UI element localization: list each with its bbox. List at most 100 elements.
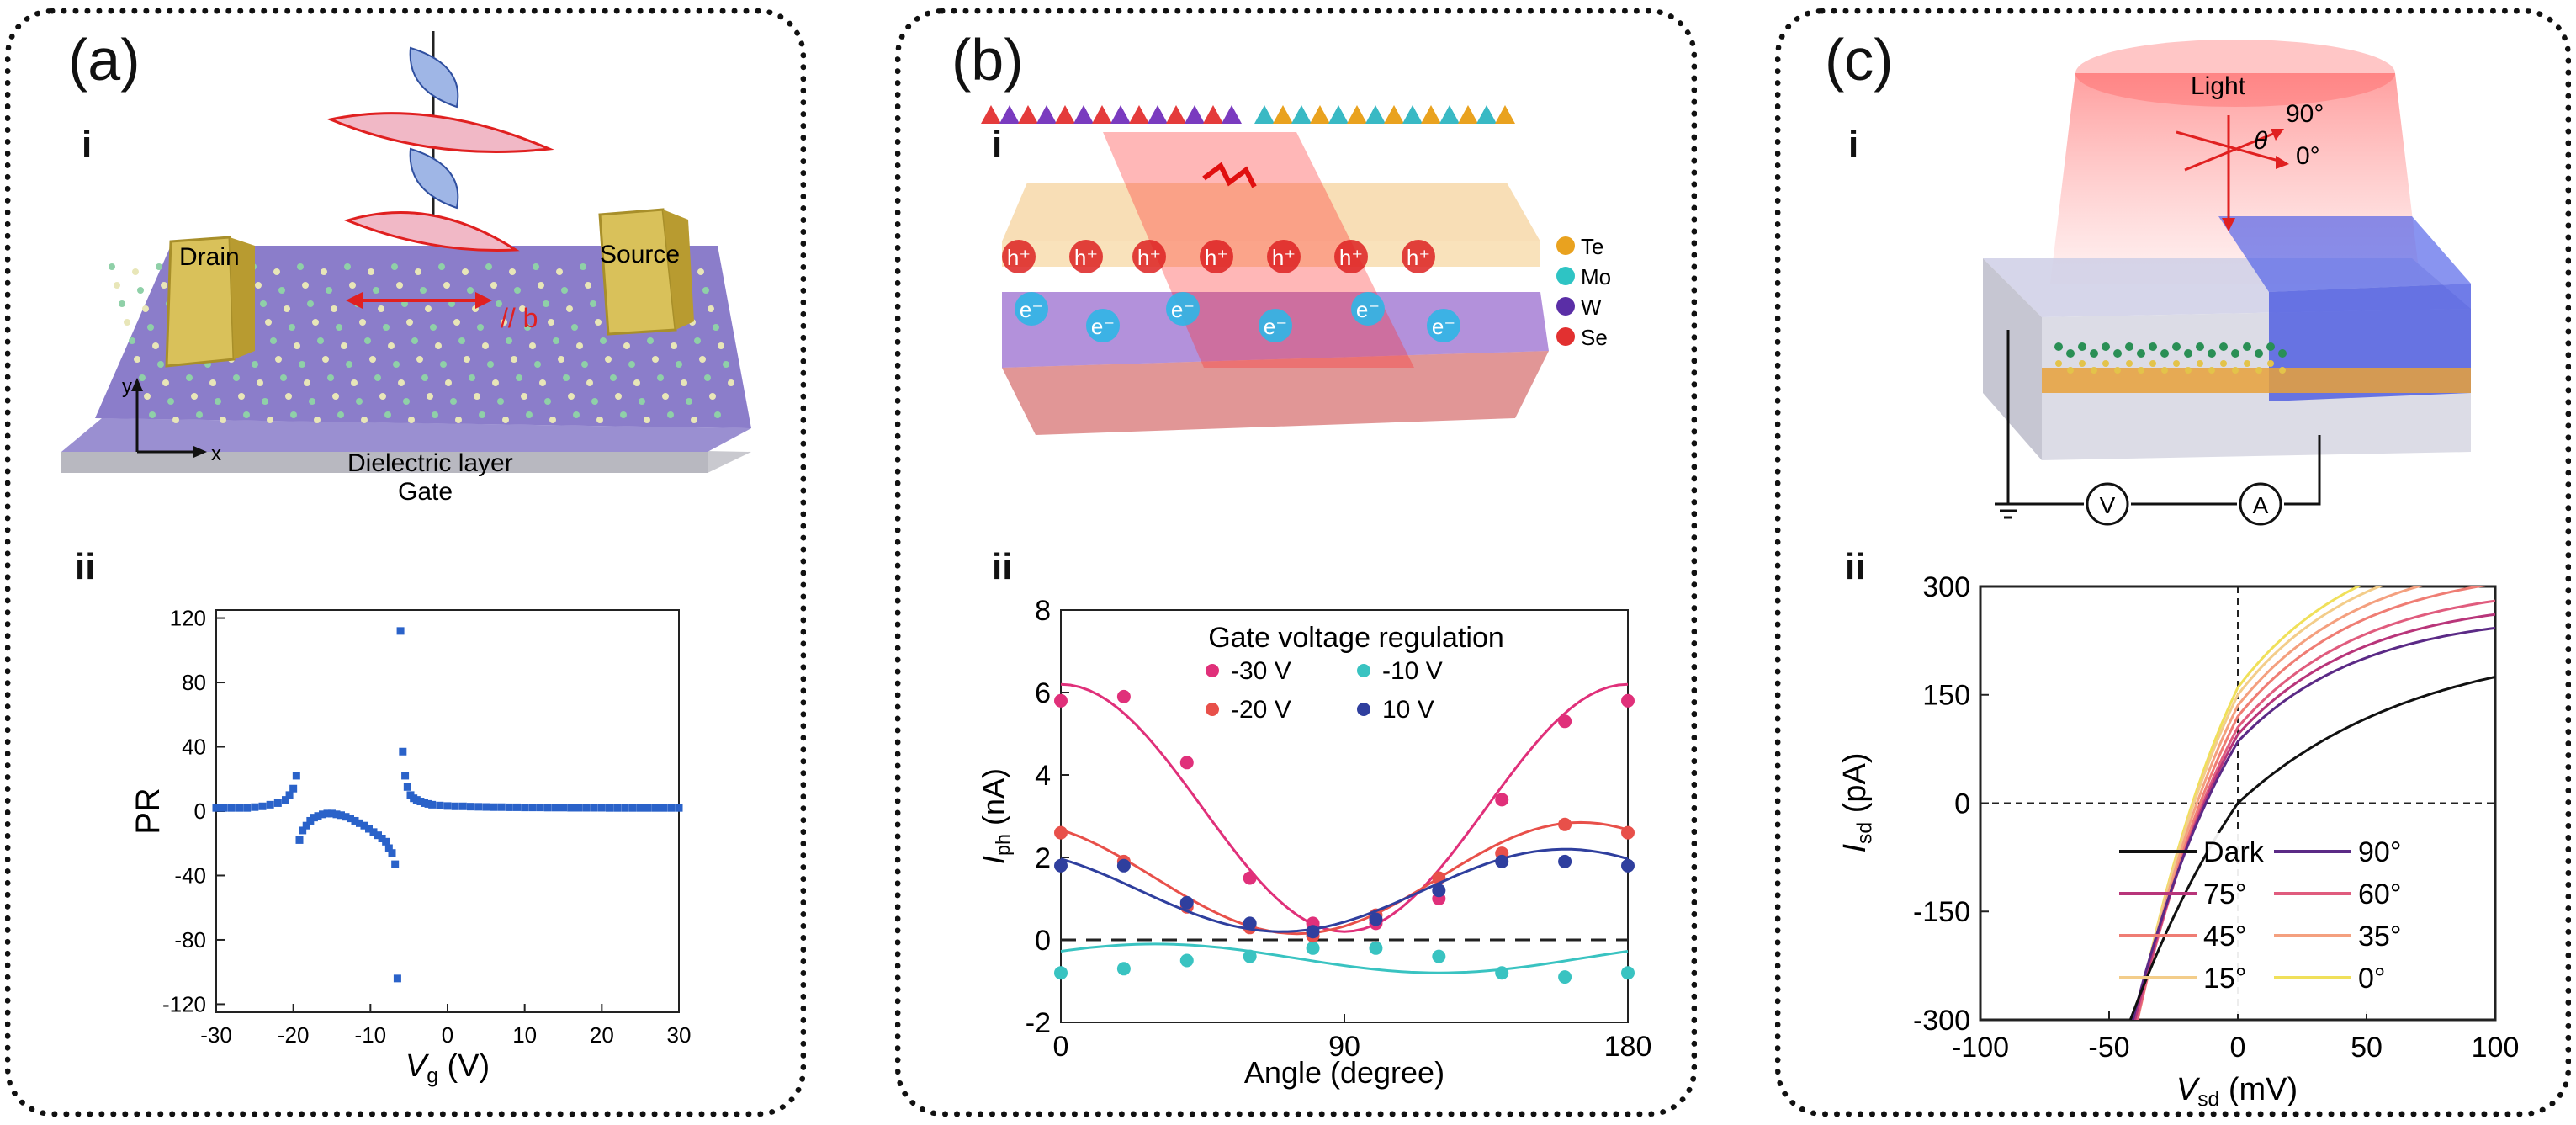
panel-c-label: (c) bbox=[1825, 27, 1894, 93]
lattice-atom bbox=[379, 393, 386, 400]
data-point bbox=[384, 844, 393, 852]
chain-atom bbox=[2196, 342, 2204, 351]
data-point bbox=[513, 803, 521, 811]
chain-atom bbox=[2220, 360, 2227, 367]
iv-curve bbox=[2134, 586, 2361, 1020]
y-tick-label: -2 bbox=[1026, 1007, 1051, 1039]
data-point bbox=[1558, 970, 1572, 984]
chain-atom bbox=[2054, 342, 2063, 351]
legend-atom-label: Mo bbox=[1581, 264, 1611, 289]
wave-lobe-blue-2 bbox=[409, 147, 459, 210]
data-point bbox=[337, 811, 345, 820]
lattice-atom bbox=[119, 300, 125, 307]
chain-unit-left bbox=[1073, 105, 1094, 124]
lattice-atom bbox=[373, 287, 379, 294]
data-point bbox=[424, 799, 432, 808]
data-point bbox=[1179, 756, 1194, 770]
lattice-atom bbox=[558, 356, 564, 363]
data-point bbox=[299, 826, 307, 835]
lattice-atom bbox=[411, 337, 418, 344]
data-point bbox=[652, 804, 660, 812]
lattice-atom bbox=[156, 263, 162, 270]
data-point bbox=[1621, 858, 1635, 873]
lattice-atom bbox=[346, 361, 352, 368]
data-point bbox=[236, 804, 243, 812]
lattice-atom bbox=[302, 282, 309, 289]
chain-atom bbox=[2208, 349, 2216, 358]
lattice-atom bbox=[393, 361, 400, 368]
chain-atom bbox=[2090, 349, 2098, 358]
lattice-atom bbox=[147, 324, 154, 331]
data-point bbox=[360, 821, 368, 830]
data-point bbox=[273, 799, 282, 807]
legend-label: 45° bbox=[2203, 921, 2246, 953]
lattice-atom bbox=[534, 361, 541, 368]
data-point bbox=[292, 772, 300, 780]
polarization-arrow-right bbox=[475, 292, 492, 309]
y-tick-label: 4 bbox=[1035, 760, 1051, 792]
chain-unit-right bbox=[1402, 105, 1423, 124]
data-point bbox=[1558, 714, 1572, 729]
data-point bbox=[328, 809, 336, 818]
data-point bbox=[401, 772, 410, 780]
lattice-atom bbox=[573, 411, 580, 418]
chain-unit-left bbox=[981, 105, 1001, 124]
lattice-atom bbox=[421, 374, 428, 381]
y-axis-indicator-head bbox=[131, 378, 143, 391]
data-point bbox=[590, 804, 598, 812]
lattice-atom bbox=[440, 361, 447, 368]
data-point bbox=[295, 836, 304, 844]
x-tick-label: 50 bbox=[2351, 1032, 2383, 1064]
lattice-atom bbox=[462, 268, 469, 275]
lattice-atom bbox=[502, 417, 509, 423]
hole-label: h⁺ bbox=[1137, 245, 1161, 270]
lattice-atom bbox=[309, 398, 315, 405]
chain-atom bbox=[2102, 342, 2110, 351]
axis-y-label: y bbox=[122, 375, 132, 398]
data-point bbox=[1054, 825, 1068, 840]
chain-atom bbox=[2114, 367, 2121, 374]
lattice-atom bbox=[233, 374, 240, 381]
lattice-atom bbox=[284, 305, 290, 312]
lattice-atom bbox=[420, 287, 427, 294]
panel-c-sub-ii: ii bbox=[1845, 546, 1866, 587]
chain-unit-left bbox=[1110, 105, 1131, 124]
legend-label: Dark bbox=[2203, 836, 2265, 868]
lattice-atom bbox=[142, 305, 149, 312]
lattice-atom bbox=[432, 411, 438, 418]
chain-unit-left bbox=[1185, 105, 1205, 124]
lattice-atom bbox=[477, 324, 484, 331]
drain-electrode-side bbox=[230, 237, 255, 359]
lattice-atom bbox=[581, 361, 588, 368]
electron-particle bbox=[1259, 309, 1292, 342]
lattice-atom bbox=[509, 268, 516, 275]
lattice-atom bbox=[299, 361, 305, 368]
chain-atom bbox=[2161, 367, 2168, 374]
electron-particle bbox=[1086, 309, 1120, 342]
data-point bbox=[1179, 895, 1194, 910]
legend-label: -20 V bbox=[1231, 696, 1291, 724]
chain-atom bbox=[2102, 360, 2109, 367]
data-point bbox=[351, 816, 359, 825]
panel-a-sub-i: i bbox=[82, 124, 93, 165]
pol-0-arrow bbox=[2176, 130, 2282, 163]
hole-particle bbox=[1132, 240, 1166, 273]
data-point bbox=[1621, 966, 1635, 980]
data-point bbox=[212, 804, 220, 812]
photon-wave bbox=[1202, 162, 1257, 188]
lattice-atom bbox=[416, 356, 423, 363]
lattice-atom bbox=[356, 398, 363, 405]
x-axis-indicator-head bbox=[193, 446, 207, 458]
lattice-atom bbox=[718, 342, 724, 349]
data-point bbox=[391, 860, 400, 868]
chain-atom bbox=[2137, 349, 2145, 358]
data-point bbox=[551, 804, 559, 812]
data-point bbox=[497, 803, 506, 811]
lattice-atom bbox=[267, 417, 273, 423]
lattice-atom bbox=[628, 361, 635, 368]
y-tick-label: 2 bbox=[1035, 842, 1051, 874]
y-tick-label: -80 bbox=[174, 927, 206, 953]
lattice-atom bbox=[327, 374, 334, 381]
x-tick-label: -30 bbox=[200, 1022, 232, 1048]
